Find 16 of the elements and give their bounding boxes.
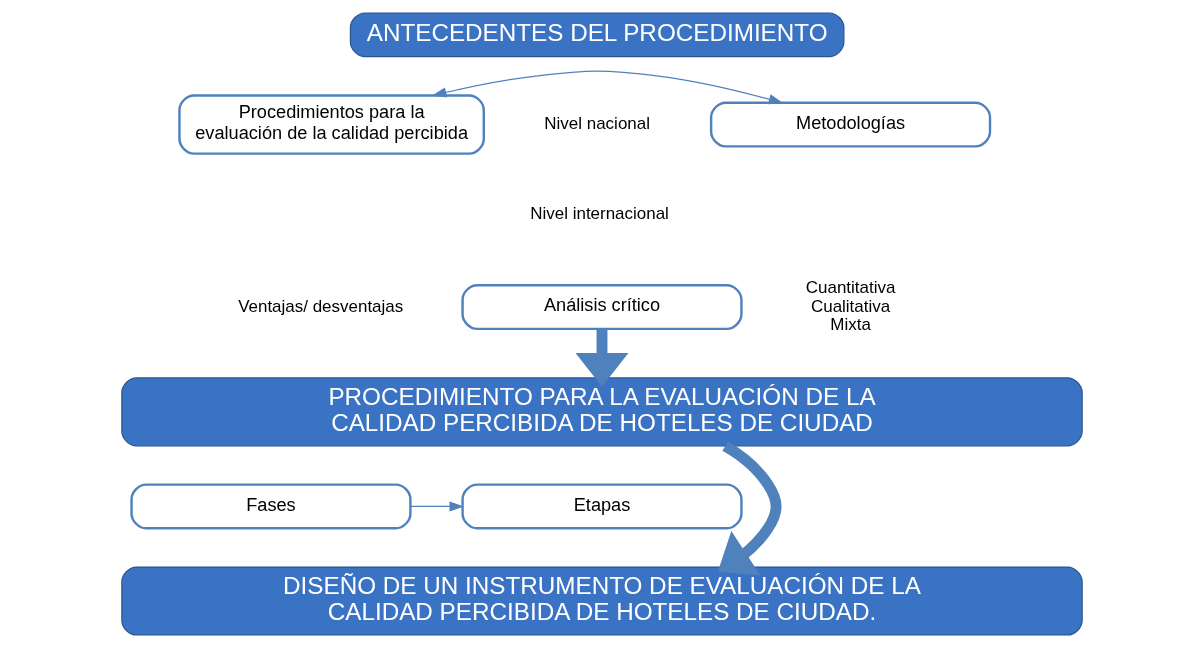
arrow (431, 70, 783, 105)
arrow (717, 441, 781, 576)
node-box: Etapas (460, 483, 743, 530)
node-box: Procedimientos para la evaluación de la calidad percibida (177, 94, 485, 155)
node-box: DISEÑO DE UN INSTRUMENTO DE EVALUACIÓN DE LA CALIDAD PERCIBIDA DE HOTELES DE CIUDAD. (120, 566, 1083, 636)
label: Cuantitativa Cualitativa Mixta (805, 278, 895, 334)
node-box: PROCEDIMIENTO PARA LA EVALUACIÓN DE LA CALIDAD PERCIBIDA DE HOTELES DE CIUDAD (120, 377, 1083, 447)
arrow (409, 501, 464, 512)
label: Nivel internacional (529, 203, 669, 223)
arrow (574, 328, 629, 387)
node-box: ANTECEDENTES DEL PROCEDIMIENTO (349, 12, 844, 58)
node-box: Fases (129, 483, 412, 530)
label: Nivel nacional (543, 114, 650, 134)
node-box: Análisis crítico (460, 284, 743, 331)
label: Ventajas/ desventajas (237, 296, 403, 316)
node-box: Metodologías (709, 101, 991, 148)
